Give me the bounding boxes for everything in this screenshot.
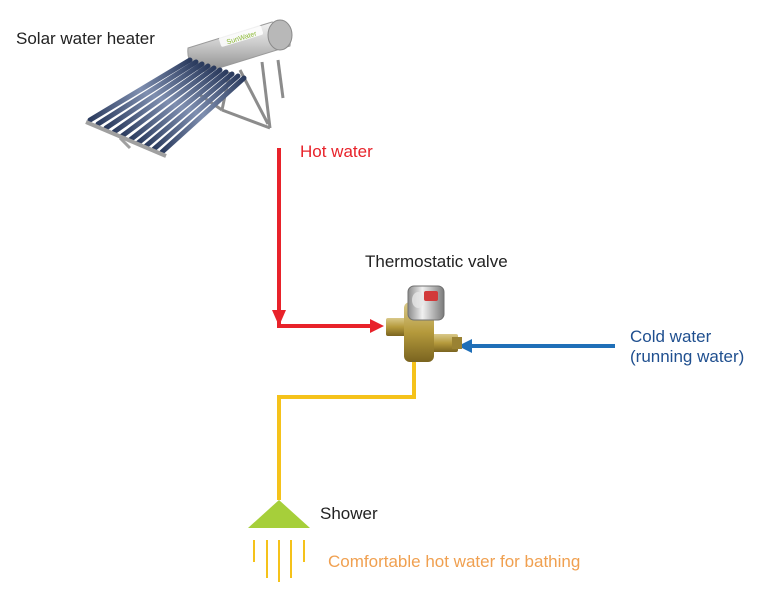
- hot-water-label: Hot water: [300, 142, 373, 161]
- mixed-water-pipe: [277, 360, 416, 500]
- shower-head-icon: [248, 500, 310, 528]
- heater-bottom-rail: [85, 120, 167, 158]
- cold-water-label-line2: (running water): [630, 347, 745, 366]
- water-streams: [253, 540, 305, 582]
- solar-water-heater-image: SunWater: [85, 19, 293, 158]
- hot-water-arrow-right: [370, 319, 384, 333]
- hot-water-pipe: [272, 148, 384, 333]
- cold-water-label: Cold water (running water): [630, 327, 744, 367]
- hot-water-line: [277, 148, 372, 328]
- heater-tubes: [87, 57, 247, 155]
- cold-water-arrow: [458, 339, 472, 353]
- comfortable-hot-water-label: Comfortable hot water for bathing: [328, 552, 581, 571]
- thermostatic-valve-image: [386, 285, 462, 362]
- cold-water-pipe: [458, 339, 615, 353]
- heater-tank: SunWater: [187, 19, 293, 73]
- hot-water-arrow-down: [272, 310, 286, 326]
- cold-water-label-line1: Cold water: [630, 327, 712, 346]
- shower-label: Shower: [320, 504, 378, 523]
- thermostatic-valve-label: Thermostatic valve: [365, 252, 508, 271]
- solar-water-heater-label: Solar water heater: [16, 29, 155, 48]
